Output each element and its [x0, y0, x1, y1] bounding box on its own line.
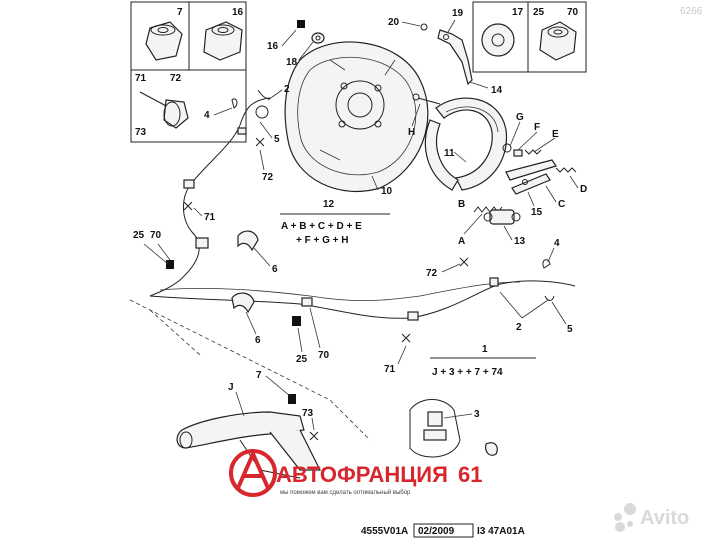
label-25-lower: 25: [296, 354, 308, 365]
bolt-71-lower-icon: [401, 333, 411, 343]
box-label-73: 73: [135, 127, 147, 138]
box-label-16: 16: [232, 7, 244, 18]
kit-formula-1: 1 J + 3 + + 7 + 74: [430, 344, 536, 378]
label-2-upper: 2: [284, 84, 290, 95]
label-2-right: 2: [516, 322, 522, 333]
label-B: B: [458, 199, 465, 210]
label-H: H: [408, 127, 415, 138]
washer-icon: [481, 23, 515, 57]
label-11: 11: [444, 148, 455, 159]
handbrake-lever-icon: [176, 411, 321, 479]
label-70-lower: 70: [318, 350, 330, 361]
box-label-71: 71: [135, 73, 147, 84]
avito-watermark-text: Avito: [640, 507, 689, 529]
box-label-25: 25: [533, 7, 545, 18]
flange-bolt-icon: [139, 91, 189, 129]
clip-72-upper-icon: [255, 137, 265, 147]
hex-nut-icon: [203, 21, 243, 61]
label-13: 13: [514, 236, 526, 247]
clip-72-right-icon: [459, 257, 469, 267]
hold-down-pin-icon: [412, 93, 441, 105]
label-16: 16: [267, 41, 279, 52]
label-72-upper: 72: [262, 172, 274, 183]
corner-watermark: 6266: [680, 6, 703, 17]
label-J: J: [228, 382, 234, 393]
label-4-upper: 4: [204, 110, 210, 121]
label-71-lower: 71: [384, 364, 396, 375]
autofrance-logo: АВТОФРАНЦИЯ 61 мы поможем вам сделать оп…: [229, 449, 482, 497]
cable-guide-lower-icon: [231, 292, 255, 314]
logo-brand-text: АВТОФРАНЦИЯ: [276, 462, 448, 487]
bolt-71-upper-icon: [183, 201, 193, 211]
cable-main: [149, 277, 576, 321]
label-G: G: [516, 112, 524, 123]
equalizer-bracket-icon: [409, 399, 498, 458]
label-F: F: [534, 122, 540, 133]
logo-number-text: 61: [458, 462, 482, 487]
fastener-box-group-right: 17 25 70: [472, 1, 587, 73]
label-C: C: [558, 199, 565, 210]
brake-backing-plate: [284, 41, 429, 192]
label-E: E: [552, 129, 559, 140]
brake-shoe-assembly: [424, 97, 508, 191]
adjuster-strut-icon: [505, 159, 577, 195]
label-19: 19: [452, 8, 464, 19]
dashed-guide-lines: [129, 299, 371, 441]
label-6-upper: 6: [272, 264, 278, 275]
label-73-lower: 73: [302, 408, 314, 419]
footer-code-1: 4555V01A: [361, 526, 408, 537]
cable-upper-left: [149, 89, 271, 297]
flange-nut-icon: [145, 21, 183, 61]
avito-watermark: Avito: [614, 503, 689, 532]
label-14: 14: [491, 85, 503, 96]
label-4-right: 4: [554, 238, 560, 249]
label-10: 10: [381, 186, 393, 197]
washer-small-icon: [297, 20, 325, 44]
label-D: D: [580, 184, 587, 195]
box-label-72: 72: [170, 73, 182, 84]
bolt-73-lower-icon: [309, 431, 319, 441]
lock-nut-icon: [539, 21, 577, 61]
label-5-right: 5: [567, 324, 573, 335]
footer-codes: 4555V01A 02/2009 I3 47A01A: [361, 523, 525, 538]
label-7-lower: 7: [256, 370, 262, 381]
label-71-upper: 71: [204, 212, 216, 223]
formula-1-line1: J + 3 + + 7 + 74: [432, 367, 503, 378]
formula-12-line1: A + B + C + D + E: [281, 221, 362, 232]
formula-12-number: 12: [323, 199, 335, 210]
box-label-17: 17: [512, 7, 524, 18]
formula-1-number: 1: [482, 344, 488, 355]
fastener-box-group-left: 7 16 71 72 73: [130, 1, 247, 143]
kit-formula-12: 12 A + B + C + D + E + F + G + H: [280, 199, 390, 246]
formula-12-line2: + F + G + H: [296, 235, 349, 246]
label-15: 15: [531, 207, 543, 218]
logo-tagline: мы поможем вам сделать оптимальный выбор: [280, 489, 411, 496]
label-A: A: [458, 236, 465, 247]
box-label-70: 70: [567, 7, 579, 18]
label-3: 3: [474, 409, 480, 420]
footer-date: 02/2009: [418, 526, 455, 537]
box-label-7: 7: [177, 7, 183, 18]
label-20: 20: [388, 17, 400, 28]
label-6-lower: 6: [255, 335, 261, 346]
adjuster-lever-icon: [437, 29, 473, 86]
footer-code-2: I3 47A01A: [477, 526, 525, 537]
label-72-right: 72: [426, 268, 438, 279]
wheel-cylinder-icon: [483, 209, 521, 225]
retainer-spring-icon: [502, 121, 556, 157]
label-25-left: 25: [133, 230, 145, 241]
label-70-left: 70: [150, 230, 162, 241]
label-5-upper: 5: [274, 134, 280, 145]
cable-guide-upper-icon: [237, 230, 259, 252]
label-18: 18: [286, 57, 298, 68]
